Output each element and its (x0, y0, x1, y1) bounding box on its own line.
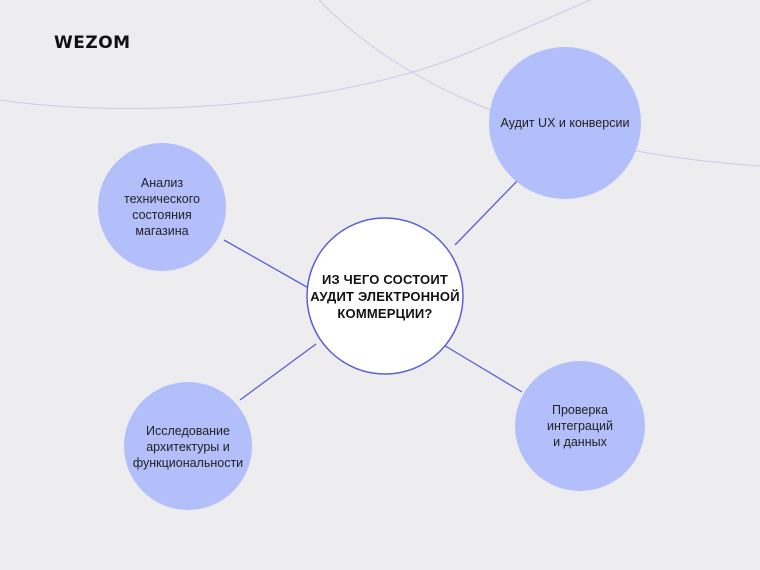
node-ux-label: Аудит UX и конверсии (500, 116, 630, 130)
decor-arc-top (0, 0, 592, 110)
node-tech-circle (98, 143, 226, 271)
connector-integr (441, 343, 523, 393)
wezom-logo: WEZOM (54, 33, 131, 53)
decor-arc-right (318, 0, 760, 167)
node-arch-circle (124, 382, 252, 510)
connector-tech (223, 239, 313, 291)
node-tech-label: Анализ технического состояния магазина (124, 176, 200, 238)
center-circle (306, 217, 464, 375)
node-arch-label: Исследование архитектуры и функционально… (132, 424, 244, 470)
center-title: ИЗ ЧЕГО СОСТОИТ АУДИТ ЭЛЕКТРОННОЙ КОММЕР… (310, 271, 460, 321)
node-integr-circle (515, 361, 645, 491)
connector-arch (239, 343, 317, 401)
connector-ux (454, 177, 521, 246)
node-integr-label: Проверка интеграций и данных (546, 403, 613, 449)
node-ux-circle (489, 47, 641, 199)
